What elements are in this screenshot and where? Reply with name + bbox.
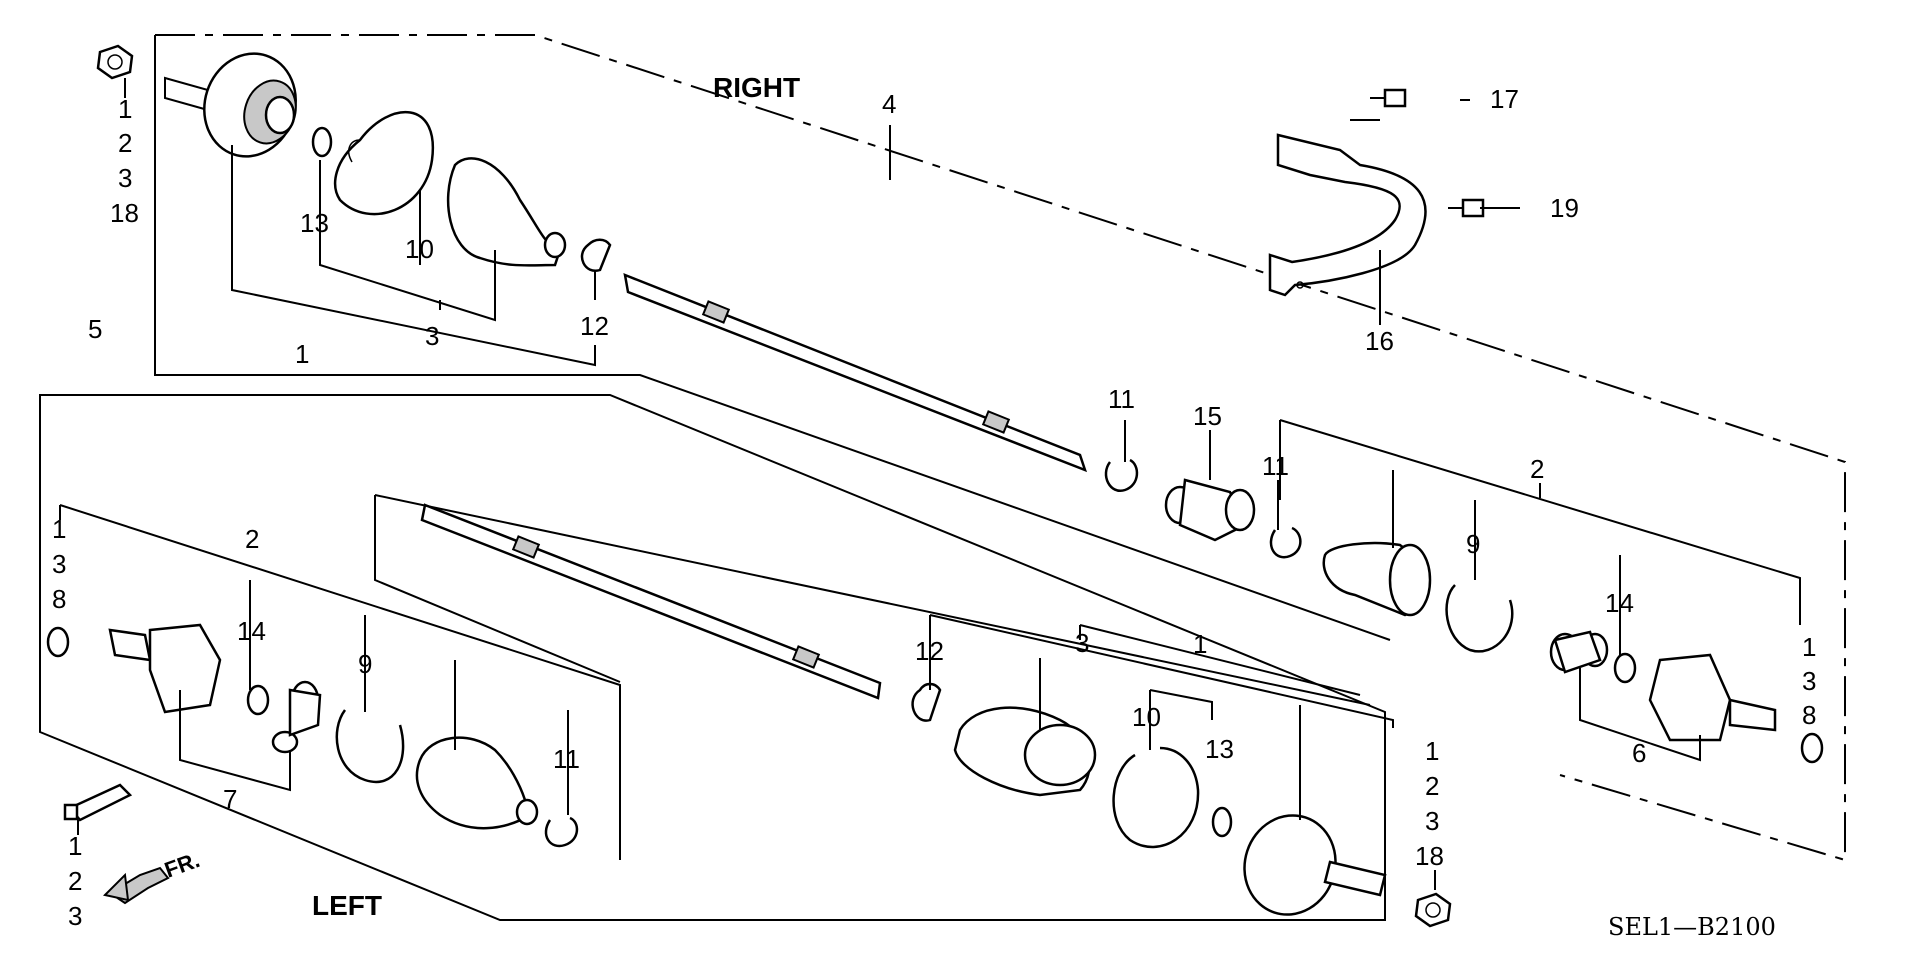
set-ring-8-left [46,626,70,658]
callout-1: 1 [52,514,66,544]
callout-14: 14 [237,616,266,646]
callout-2: 2 [118,128,132,158]
outboard-joint-left [1243,814,1387,916]
callout-3: 3 [1802,666,1816,696]
front-arrow-icon [102,866,170,905]
bolt-19 [1448,198,1485,218]
callout-10: 10 [1132,702,1161,732]
boot-inboard-right [1322,541,1432,617]
callout-8: 8 [1802,700,1816,730]
tripod-joint-right [1549,630,1609,674]
support-bearing-15 [1164,478,1256,542]
left-assembly-frame [39,394,1386,921]
set-ring-8-right [1800,732,1824,764]
callout-18: 18 [1415,841,1444,871]
snap-ring-13-left [1211,806,1233,838]
callout-19: 19 [1550,193,1579,223]
callout-9: 9 [358,649,372,679]
right-outboard-joint [164,52,297,158]
tripod-joint-left [271,680,322,754]
boot-band-9-left [335,709,405,784]
axle-nut-bottom [1414,892,1452,928]
callout-10: 10 [405,234,434,264]
snap-ring-13-right [311,126,333,158]
callout-7: 7 [223,784,237,814]
callout-2: 2 [1530,454,1544,484]
callout-1: 1 [1193,629,1207,659]
callout-18: 18 [110,198,139,228]
right-driveshaft [623,273,1088,473]
axle-nut-top [96,44,134,80]
grease-tube [63,783,133,822]
callout-13: 13 [1205,734,1234,764]
boot-band-11-right-a [1104,458,1139,493]
label-front: FR. [161,847,203,883]
callout-2: 2 [245,524,259,554]
boot-band-9-right [1445,584,1514,653]
callout-3: 3 [52,549,66,579]
callout-11: 11 [1262,451,1289,481]
callout-3: 3 [425,321,439,351]
callout-4: 4 [882,89,896,119]
callout-11: 11 [553,744,580,774]
callout-1: 1 [1802,632,1816,662]
boot-band-10-left [1112,746,1200,849]
callout-17: 17 [1490,84,1519,114]
callout-12: 12 [580,311,609,341]
callout-3: 3 [1425,806,1439,836]
callout-1: 1 [1425,736,1439,766]
callout-3: 3 [118,163,132,193]
bearing-support-bracket-16 [1268,133,1427,297]
callout-6: 6 [1632,738,1646,768]
right-assembly-frame [154,34,1846,862]
label-right: RIGHT [713,72,800,103]
callout-5: 5 [88,314,102,344]
callout-3: 3 [68,901,82,931]
left-driveshaft [420,503,882,700]
callout-3: 3 [1075,628,1089,658]
boot-band-12-left [911,682,942,722]
drawing-code: SEL1—B2100 [1608,913,1776,941]
callout-13: 13 [300,208,329,238]
callout-12: 12 [915,636,944,666]
boot-band-11-left [544,816,579,848]
inboard-joint-left [108,623,222,714]
callout-9: 9 [1466,529,1480,559]
callout-8: 8 [52,584,66,614]
callout-16: 16 [1365,326,1394,356]
bolt-17 [1370,88,1407,108]
boot-band-10-right [333,110,435,216]
callout-2: 2 [1425,771,1439,801]
callout-15: 15 [1193,401,1222,431]
callout-2: 2 [68,866,82,896]
leader-lines [59,78,1801,890]
boot-band-11-right-b [1269,526,1302,559]
boot-left [415,736,539,830]
inboard-joint-right [1648,653,1777,742]
callout-14: 14 [1605,588,1634,618]
callout-1: 1 [68,831,82,861]
callout-1: 1 [118,94,132,124]
circlip-14-right [1613,652,1637,684]
boot-right [446,157,567,267]
circlip-14-left [246,684,270,716]
callout-11: 11 [1108,384,1135,414]
boot-band-12-right [580,238,612,273]
callout-1: 1 [295,339,309,369]
label-left: LEFT [312,890,382,921]
boot-outboard-left [953,706,1097,797]
